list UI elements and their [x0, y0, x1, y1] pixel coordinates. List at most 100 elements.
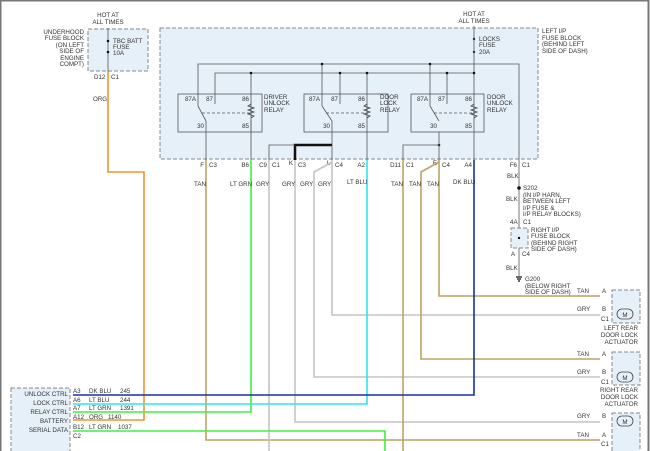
label: F [200, 162, 204, 169]
label: ORG [89, 414, 103, 421]
label: 10A [113, 50, 125, 57]
label: DOOR [380, 94, 399, 101]
label: A [602, 432, 607, 439]
label: (BELOW RIGHT [525, 283, 571, 290]
label: C4 [522, 251, 530, 258]
label: LOCK CTRL [33, 400, 68, 407]
label: A [602, 288, 607, 295]
label: I/P RELAY BLOCKS) [523, 211, 581, 218]
left-ip-fuse-block: HOT AT ALL TIMES LEFT I/P FUSE BLOCK (BE… [159, 11, 588, 160]
label: ACTUATOR [605, 339, 639, 346]
label: 30 [430, 123, 437, 130]
label: SIDE OF DASH) [542, 48, 588, 55]
wire-tan [205, 160, 600, 441]
label: A [511, 251, 516, 258]
label: 87 [438, 96, 445, 103]
label: DK BLU [453, 179, 475, 186]
label: C1 [523, 219, 531, 226]
label: 245 [120, 388, 131, 395]
label: DOOR LOCK [601, 394, 639, 401]
label: 1037 [118, 424, 132, 431]
label: C1 [601, 379, 609, 386]
motor-icon [616, 308, 634, 320]
coil-icon [362, 103, 372, 119]
label: LT GRN [89, 405, 111, 412]
label: LEFT REAR [604, 325, 638, 332]
label: ACTUATOR [605, 401, 639, 408]
label: C1 [601, 316, 609, 323]
label: C1 [272, 162, 280, 169]
label: TAN [194, 181, 206, 188]
coil-icon [469, 103, 479, 119]
label: 85 [358, 123, 365, 130]
label: C1 [601, 441, 609, 448]
label: LEFT I/P [542, 28, 566, 35]
label: ENGINE [60, 55, 84, 62]
label: 30 [197, 123, 204, 130]
label: HOT AT [97, 12, 119, 19]
coil-icon [246, 103, 256, 119]
label: RELAY [487, 107, 507, 114]
wire-org [73, 72, 145, 421]
label: A7 [73, 405, 81, 412]
label: DOOR [487, 94, 506, 101]
wire-tan [420, 161, 600, 360]
label: M [622, 375, 627, 382]
label: 87A [309, 96, 321, 103]
label: C1 [406, 162, 414, 169]
label: TAN [409, 181, 421, 188]
label: I/P FUSE & [523, 205, 555, 212]
label: RIGHT I/P [531, 227, 559, 234]
wire-labels: TAN LT GRN GRY GRY GRY GRY LT BLU TAN TA… [194, 173, 520, 188]
label: C9 [259, 162, 267, 169]
label: D12 [94, 74, 106, 81]
label: 86 [242, 96, 249, 103]
wire-lt-blu [73, 160, 368, 405]
label: B6 [241, 162, 249, 169]
label: 4A [510, 219, 518, 226]
label: SIDE OF [59, 48, 84, 55]
label: TBC BATT [113, 38, 143, 45]
wire-gry [294, 160, 600, 423]
label: FUSE [479, 42, 496, 49]
label: 87 [331, 96, 338, 103]
label: 30 [323, 123, 330, 130]
label: 86 [358, 96, 365, 103]
label: LT GRN [89, 424, 111, 431]
label: RELAY [380, 107, 400, 114]
label: ALL TIMES [92, 19, 123, 26]
label: 86 [465, 96, 472, 103]
label: RELAY [264, 107, 284, 114]
label: F6 [510, 162, 518, 169]
label: RIGHT REAR [600, 387, 639, 394]
label: UNLOCK [264, 100, 291, 107]
label: SIDE OF DASH) [531, 246, 577, 253]
label: BLK [507, 173, 520, 180]
label: BATTERY [40, 418, 68, 425]
label: SERIAL DATA [29, 427, 69, 434]
label: GRY [577, 369, 590, 376]
label: D11 [390, 162, 401, 169]
label: UNLOCK [487, 100, 514, 107]
label: DRIVER [264, 94, 288, 101]
label: B [602, 306, 606, 313]
label: 1391 [120, 405, 134, 412]
label: C1 [522, 162, 530, 169]
label: A6 [73, 397, 81, 404]
label: RELAY CTRL [30, 409, 68, 416]
wire-lt-grn [73, 430, 386, 451]
label: GRY [577, 306, 590, 313]
label: A [602, 351, 607, 358]
label: 87A [417, 96, 429, 103]
label: (BEHIND LEFT [542, 41, 585, 48]
ground-icon [516, 276, 522, 282]
motor-icon [616, 371, 634, 383]
motor-icon [616, 415, 634, 427]
label: 1140 [108, 414, 122, 421]
label: (BEHIND RIGHT [531, 240, 578, 247]
label: (ON LEFT [56, 42, 84, 49]
label: C2 [73, 433, 81, 440]
